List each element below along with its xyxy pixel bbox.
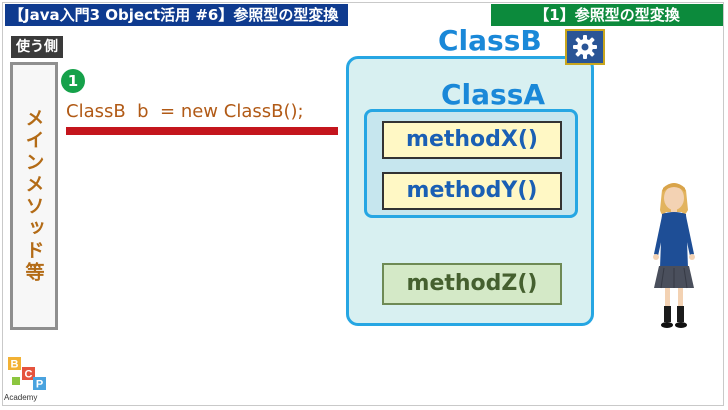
gear-icon [573,35,597,59]
method-y-box: methodY() [382,172,562,210]
logo-letter-b: B [11,359,19,371]
logo-letter-c: C [25,369,33,381]
method-x-box: methodX() [382,121,562,159]
method-z-box: methodZ() [382,263,562,305]
section-label: 【1】参照型の型変換 [491,4,723,26]
logo-letter-p: P [36,379,43,391]
caller-box: メインメソッド等 [10,62,58,330]
settings-button[interactable] [565,29,605,65]
classa-title: ClassA [441,78,546,111]
step-number-badge: 1 [61,69,85,93]
classb-title: ClassB [438,24,542,57]
caller-label: 使う側 [11,36,63,58]
presenter-character [653,183,695,328]
slide-frame [2,2,724,406]
bcp-academy-logo: B C P [8,357,46,391]
slide-title: 【Java入門3 Object活用 #6】参照型の型変換 [5,4,349,26]
caller-box-text: メインメソッド等 [22,108,45,284]
logo-academy-text: Academy [4,393,38,402]
highlight-bar [66,127,338,135]
code-statement: ClassB b = new ClassB(); [66,101,304,122]
